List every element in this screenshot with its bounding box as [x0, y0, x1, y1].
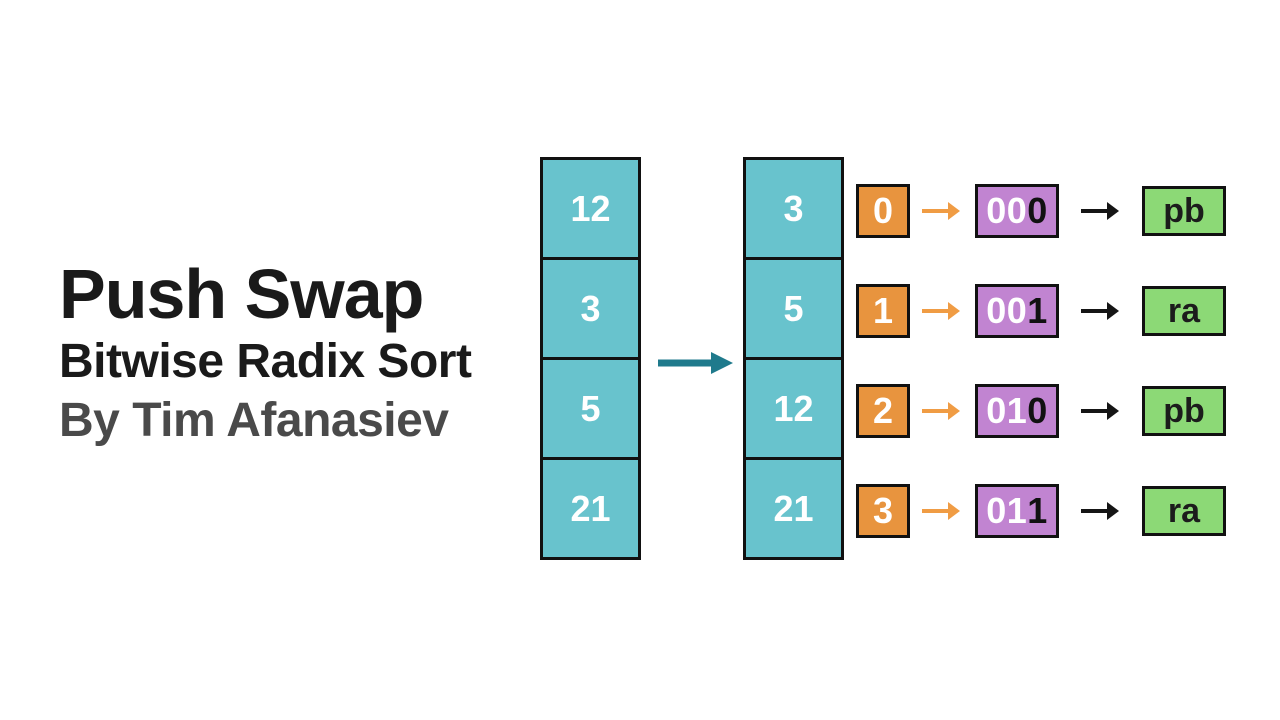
binary-low-bit: 0 [1027, 390, 1048, 431]
binary-high-bits: 00 [986, 190, 1028, 231]
orange-arrow-icon [922, 201, 960, 221]
operation-box: ra [1142, 486, 1226, 536]
index-value: 1 [872, 290, 894, 331]
index-value: 0 [872, 190, 894, 231]
stack-cell: 5 [540, 357, 641, 460]
operation-label: pb [1163, 191, 1205, 230]
operation-box: pb [1142, 186, 1226, 236]
operation-box: pb [1142, 386, 1226, 436]
stack-cell: 12 [743, 357, 844, 460]
black-arrow-icon [1081, 501, 1119, 521]
index-box: 0 [856, 184, 910, 238]
binary-high-bits: 01 [986, 490, 1028, 531]
stack-cell: 5 [743, 257, 844, 360]
black-arrow-icon [1081, 401, 1119, 421]
author-credit: By Tim Afanasiev [59, 394, 449, 447]
stack-after: 3 5 12 21 [743, 157, 844, 560]
orange-arrow-icon [922, 301, 960, 321]
binary-low-bit: 0 [1027, 190, 1048, 231]
stack-cell: 21 [743, 457, 844, 560]
orange-arrow-icon [922, 501, 960, 521]
index-box: 1 [856, 284, 910, 338]
index-box: 2 [856, 384, 910, 438]
orange-arrow-icon [922, 401, 960, 421]
stack-cell: 3 [743, 157, 844, 260]
transform-arrow-icon [658, 352, 733, 374]
operation-label: pb [1163, 391, 1205, 430]
operation-label: ra [1167, 491, 1201, 530]
binary-low-bit: 1 [1027, 290, 1048, 331]
binary-high-bits: 01 [986, 390, 1028, 431]
black-arrow-icon [1081, 301, 1119, 321]
subtitle: Bitwise Radix Sort [59, 335, 472, 388]
index-value: 2 [872, 390, 894, 431]
black-arrow-icon [1081, 201, 1119, 221]
index-box: 3 [856, 484, 910, 538]
stack-cell: 21 [540, 457, 641, 560]
stack-cell: 3 [540, 257, 641, 360]
stack-before: 12 3 5 21 [540, 157, 641, 560]
binary-low-bit: 1 [1027, 490, 1048, 531]
page-title: Push Swap [59, 255, 424, 333]
index-value: 3 [872, 490, 894, 531]
operation-box: ra [1142, 286, 1226, 336]
binary-high-bits: 00 [986, 290, 1028, 331]
stack-cell: 12 [540, 157, 641, 260]
title-block: Push Swap Bitwise Radix Sort By Tim Afan… [59, 255, 472, 449]
operation-label: ra [1167, 291, 1201, 330]
